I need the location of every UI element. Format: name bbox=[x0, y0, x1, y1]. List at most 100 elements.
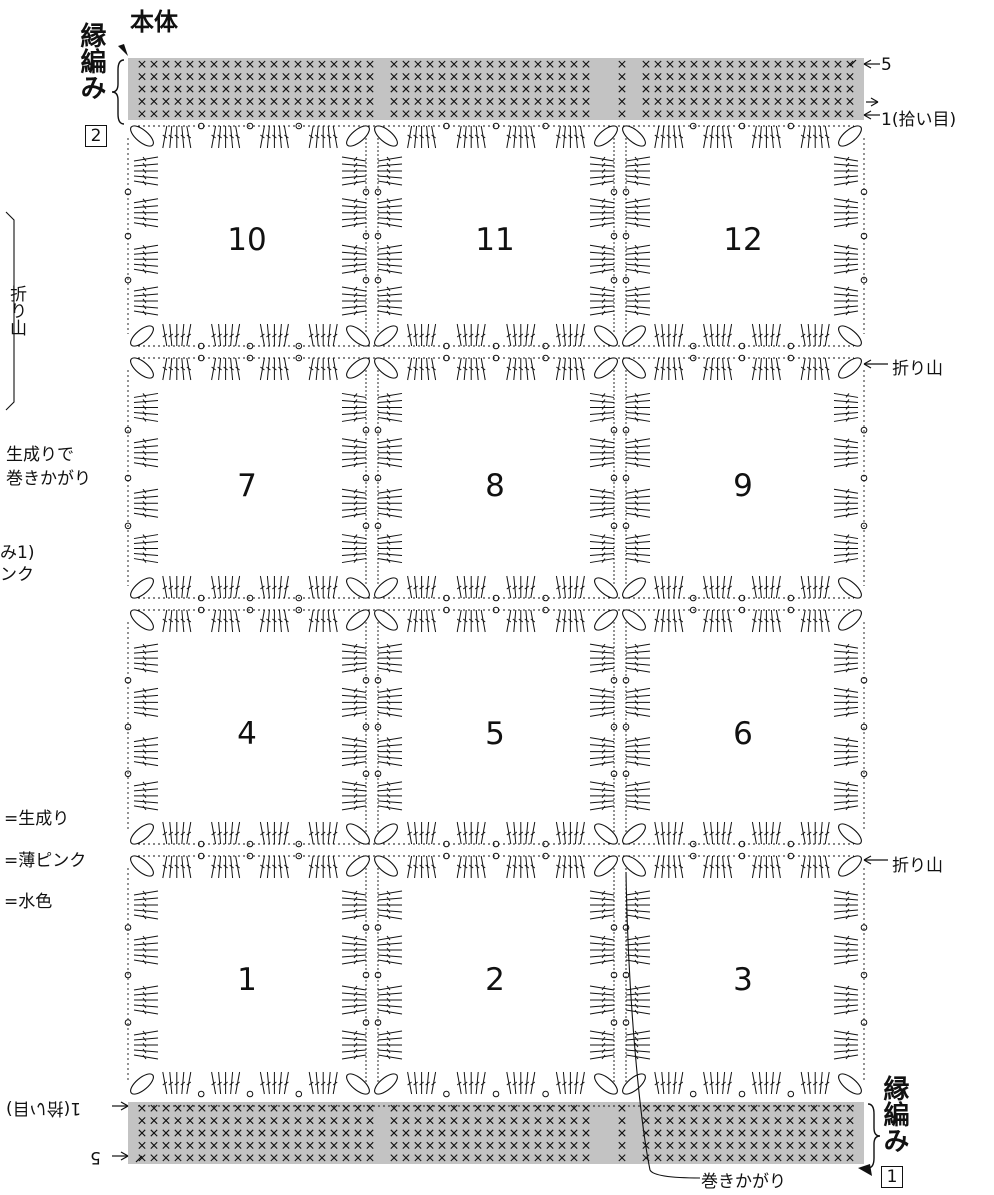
stitch-bar bbox=[142, 700, 147, 705]
stitch-bar bbox=[574, 585, 579, 590]
stitch-bar bbox=[386, 444, 391, 450]
x-stitch bbox=[342, 97, 350, 105]
stitch-bar bbox=[764, 831, 769, 836]
stitch-bar bbox=[601, 953, 606, 959]
x-stitch bbox=[786, 73, 794, 81]
stitch-bar bbox=[845, 540, 850, 545]
stitch-bar bbox=[824, 831, 830, 836]
stitch-bar bbox=[824, 618, 830, 623]
stitch-bar bbox=[462, 333, 468, 338]
stitch-bar bbox=[518, 366, 524, 371]
tall-stitch bbox=[625, 687, 651, 693]
stitch-bar bbox=[845, 941, 850, 947]
stitch-bar bbox=[353, 1042, 358, 1048]
x-stitch bbox=[306, 1141, 314, 1149]
stitch-bar bbox=[721, 134, 726, 139]
stitch-bar bbox=[634, 997, 639, 1003]
x-stitch bbox=[186, 1117, 194, 1125]
stitch-bar bbox=[142, 304, 147, 310]
stitch-bar bbox=[284, 1081, 289, 1086]
stitch-bar bbox=[353, 890, 358, 896]
x-stitch bbox=[318, 1117, 326, 1125]
stitch-bar bbox=[845, 706, 850, 711]
x-stitch bbox=[186, 85, 194, 93]
stitch-bar bbox=[260, 1081, 265, 1086]
tall-stitch bbox=[833, 935, 859, 941]
stitch-bar bbox=[818, 864, 824, 869]
x-stitch bbox=[786, 1104, 794, 1112]
stitch-bar bbox=[752, 333, 757, 338]
stitch-bar bbox=[386, 292, 391, 298]
stitch-bar bbox=[562, 618, 567, 623]
picot-loop bbox=[594, 325, 618, 347]
stitch-bar bbox=[574, 831, 579, 836]
tall-stitch bbox=[377, 438, 403, 444]
picot-loop bbox=[838, 823, 862, 845]
tall-stitch bbox=[341, 805, 367, 811]
tall-stitch bbox=[625, 534, 651, 540]
stitch-bar bbox=[678, 585, 684, 590]
stitch-bar bbox=[386, 156, 391, 162]
stitch-bar bbox=[223, 134, 228, 139]
stitch-bar bbox=[845, 643, 850, 649]
stitch-bar bbox=[142, 512, 147, 518]
x-stitch bbox=[342, 60, 350, 68]
stitch-bar bbox=[468, 864, 474, 869]
x-stitch bbox=[714, 110, 722, 118]
stitch-bar bbox=[162, 864, 168, 869]
stitch-bar bbox=[634, 534, 639, 539]
stitch-bar bbox=[142, 947, 147, 953]
tall-stitch bbox=[133, 781, 159, 787]
stitch-bar bbox=[168, 134, 174, 139]
x-stitch bbox=[282, 85, 290, 93]
x-stitch bbox=[438, 110, 446, 118]
stitch-bar bbox=[845, 1030, 850, 1036]
x-stitch bbox=[810, 1141, 818, 1149]
stitch-bar bbox=[217, 134, 222, 139]
stitch-bar bbox=[601, 450, 606, 456]
tall-stitch bbox=[341, 310, 367, 316]
chain-stitch bbox=[610, 770, 618, 778]
stitch-bar bbox=[353, 787, 358, 793]
stitch-bar bbox=[845, 222, 850, 228]
x-stitch bbox=[282, 60, 290, 68]
stitch-bar bbox=[601, 292, 606, 298]
stitch-bar bbox=[634, 1030, 639, 1036]
x-stitch bbox=[426, 85, 434, 93]
stitch-bar bbox=[142, 649, 147, 655]
stitch-bar bbox=[278, 333, 283, 338]
stitch-bar bbox=[601, 896, 606, 902]
tall-stitch bbox=[377, 909, 403, 913]
x-stitch bbox=[810, 85, 818, 93]
tall-stitch bbox=[377, 244, 403, 250]
chain-stitch bbox=[622, 474, 630, 482]
stitch-bar bbox=[776, 134, 781, 139]
stitch-bar bbox=[180, 585, 186, 590]
tall-stitch bbox=[833, 959, 859, 965]
x-stitch bbox=[642, 73, 650, 81]
stitch-bar bbox=[806, 1081, 812, 1086]
stitch-bar bbox=[727, 831, 732, 836]
tall-stitch bbox=[341, 800, 367, 804]
stitch-bar bbox=[601, 643, 606, 649]
tall-stitch bbox=[833, 687, 859, 693]
stitch-bar bbox=[386, 286, 391, 292]
stitch-bar bbox=[235, 618, 240, 623]
stitch-bar bbox=[512, 585, 518, 590]
stitch-bar bbox=[386, 947, 391, 953]
stitch-bar bbox=[562, 134, 567, 139]
tall-stitch bbox=[589, 942, 615, 946]
stitch-bar bbox=[142, 1030, 147, 1036]
x-stitch bbox=[510, 73, 518, 81]
chain-stitch bbox=[362, 276, 370, 284]
x-stitch bbox=[618, 1129, 626, 1137]
x-stitch bbox=[306, 110, 314, 118]
stitch-bar bbox=[386, 222, 391, 228]
x-stitch bbox=[642, 97, 650, 105]
stitch-bar bbox=[142, 1054, 147, 1060]
stitch-bar bbox=[413, 585, 418, 590]
x-stitch bbox=[390, 1117, 398, 1125]
x-stitch bbox=[258, 73, 266, 81]
stitch-bar bbox=[634, 174, 639, 180]
column-join-dashes bbox=[365, 622, 379, 832]
